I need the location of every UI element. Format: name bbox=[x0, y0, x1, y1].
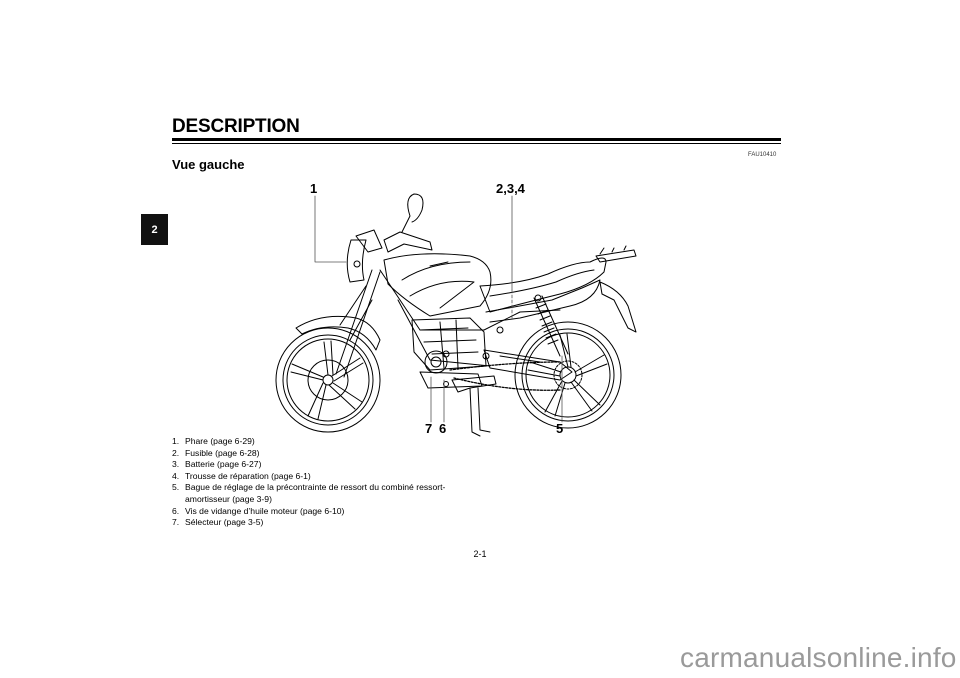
legend-item: 3. Batterie (page 6-27) bbox=[172, 459, 485, 471]
legend-text: Sélecteur (page 3-5) bbox=[185, 517, 264, 528]
callout-7: 7 bbox=[425, 421, 433, 436]
parts-legend: 1. Phare (page 6-29) 2. Fusible (page 6-… bbox=[172, 436, 485, 529]
legend-number: 5. bbox=[172, 482, 180, 493]
callout-6: 6 bbox=[439, 421, 447, 436]
rear-wheel bbox=[514, 321, 622, 429]
legend-item: 4. Trousse de réparation (page 6-1) bbox=[172, 471, 485, 483]
legend-item: 1. Phare (page 6-29) bbox=[172, 436, 485, 448]
section-subtitle: Vue gauche bbox=[172, 157, 245, 172]
legend-number: 4. bbox=[172, 470, 180, 481]
chapter-number: 2 bbox=[151, 223, 158, 236]
callout-5: 5 bbox=[556, 421, 564, 436]
legend-text: Fusible (page 6-28) bbox=[185, 447, 260, 458]
legend-text: Batterie (page 6-27) bbox=[185, 459, 262, 470]
legend-item: 2. Fusible (page 6-28) bbox=[172, 448, 485, 460]
legend-text: Bague de réglage de la précontrainte de … bbox=[185, 482, 446, 504]
callout-2-3-4: 2,3,4 bbox=[496, 181, 525, 196]
callout-leaders bbox=[314, 195, 563, 423]
callout-1: 1 bbox=[310, 181, 318, 196]
legend-text: Phare (page 6-29) bbox=[185, 436, 255, 446]
title-rule-thick bbox=[172, 138, 781, 141]
legend-number: 3. bbox=[172, 459, 180, 470]
legend-number: 6. bbox=[172, 505, 180, 516]
legend-text: Vis de vidange d’huile moteur (page 6-10… bbox=[185, 505, 345, 516]
chapter-tab: 2 bbox=[141, 214, 168, 245]
legend-number: 7. bbox=[172, 517, 180, 528]
title-rule-thin bbox=[172, 143, 781, 144]
legend-item: 5. Bague de réglage de la précontrainte … bbox=[172, 482, 485, 505]
legend-number: 1. bbox=[172, 436, 180, 446]
legend-item: 7. Sélecteur (page 3-5) bbox=[172, 517, 485, 529]
page-number: 2-1 bbox=[473, 549, 487, 559]
watermark-link[interactable]: carmanualsonline.info bbox=[680, 642, 957, 673]
legend-item: 6. Vis de vidange d’huile moteur (page 6… bbox=[172, 506, 485, 518]
legend-text: Trousse de réparation (page 6-1) bbox=[185, 470, 311, 481]
section-code: FAU10410 bbox=[748, 152, 777, 158]
page-title: DESCRIPTION bbox=[172, 116, 300, 137]
front-wheel bbox=[275, 327, 381, 433]
legend-number: 2. bbox=[172, 447, 180, 458]
